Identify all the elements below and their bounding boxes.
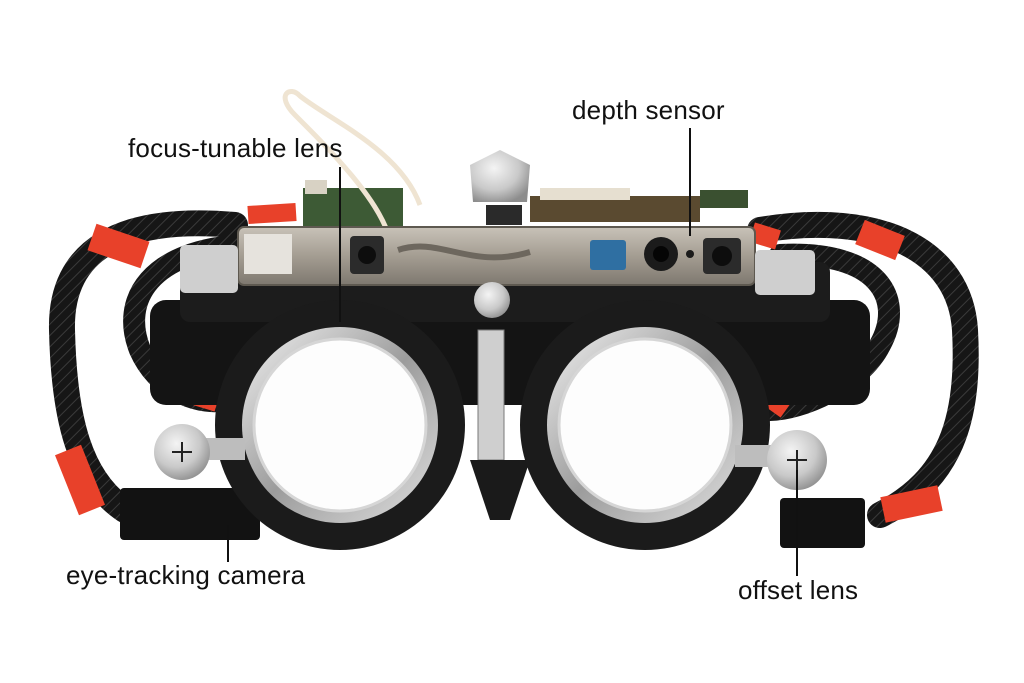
- right-offset-screw: [735, 430, 827, 490]
- leader-lines: [227, 128, 798, 576]
- depth-sensor-label: depth sensor: [572, 95, 725, 125]
- white-cable: [282, 89, 423, 241]
- nose-bridge: [470, 282, 530, 520]
- right-lens-assembly: [520, 300, 770, 550]
- left-offset-screw: [154, 424, 245, 480]
- top-knob: [470, 150, 530, 225]
- left-lens-assembly: [215, 300, 465, 550]
- sensor-bar: [180, 226, 815, 295]
- focus-tunable-lens-label: focus-tunable lens: [128, 133, 343, 163]
- offset-lens-label: offset lens: [738, 575, 859, 605]
- eye-tracking-camera-label: eye-tracking camera: [66, 560, 306, 590]
